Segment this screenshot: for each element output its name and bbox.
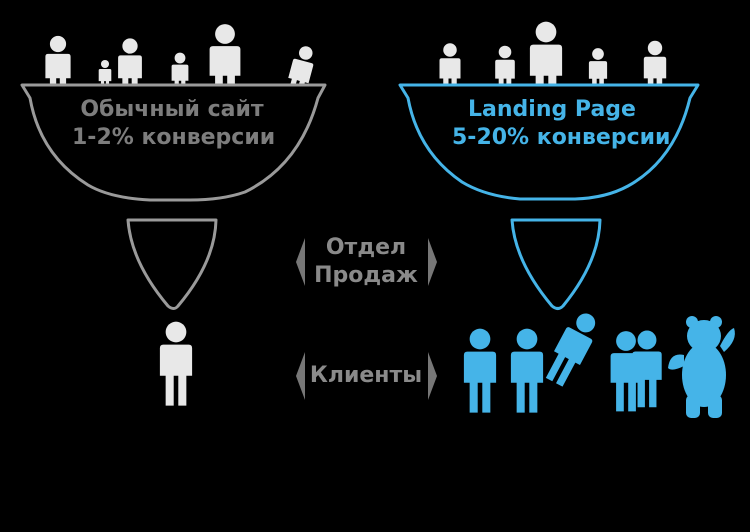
person-icon bbox=[463, 328, 497, 413]
chevron-right-icon bbox=[428, 352, 437, 400]
right-funnel-neck bbox=[510, 218, 602, 310]
clients-label: Клиенты bbox=[309, 363, 423, 388]
landing-page-title: Landing Page 5-20% конверсии bbox=[452, 96, 671, 152]
sales-label-line1: Отдел bbox=[325, 235, 407, 260]
left-client bbox=[159, 321, 193, 406]
landing-page-conversion: 5-20% конверсии bbox=[452, 125, 671, 150]
sales-chevrons bbox=[296, 238, 437, 286]
chevron-left-icon bbox=[296, 352, 305, 400]
chevron-right-icon bbox=[428, 238, 437, 286]
left-funnel-neck bbox=[126, 218, 218, 310]
clients-chevrons bbox=[296, 352, 437, 400]
right-clients bbox=[463, 307, 662, 413]
person-icon bbox=[159, 321, 193, 406]
person-icon bbox=[541, 307, 604, 390]
sales-label-line2: Продаж bbox=[314, 263, 418, 288]
bear-icon bbox=[668, 316, 735, 418]
regular-site-name: Обычный сайт bbox=[80, 97, 264, 122]
regular-site-conversion: 1-2% конверсии bbox=[72, 125, 276, 150]
left-funnel-bowl bbox=[20, 83, 327, 202]
person-icon bbox=[510, 328, 544, 413]
sales-department-label: Отдел Продаж bbox=[306, 234, 426, 290]
right-funnel-bowl bbox=[398, 83, 700, 201]
regular-site-title: Обычный сайт 1-2% конверсии bbox=[72, 96, 276, 152]
landing-page-name: Landing Page bbox=[468, 97, 636, 122]
person-icon bbox=[632, 330, 662, 408]
chevron-left-icon bbox=[296, 238, 305, 286]
